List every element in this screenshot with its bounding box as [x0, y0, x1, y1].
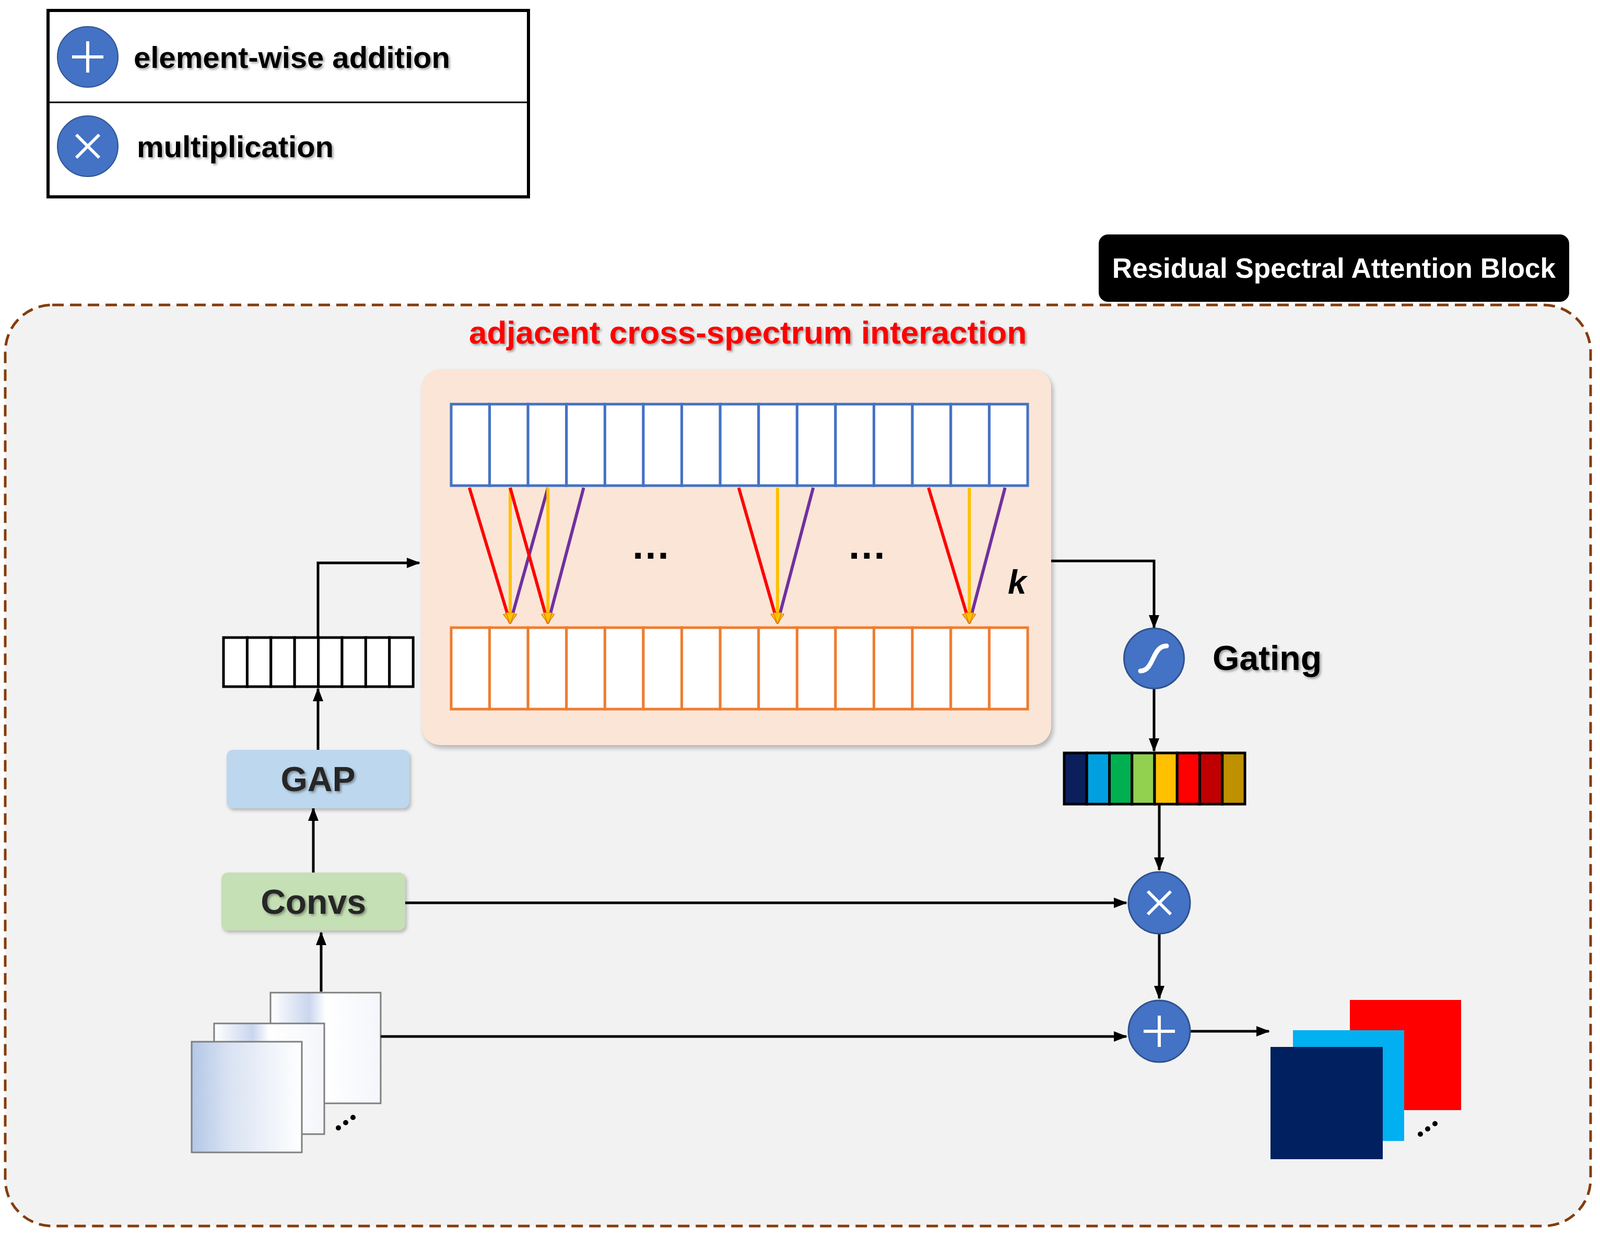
wire — [405, 901, 1127, 905]
gating-label: Gating — [1212, 638, 1322, 678]
attention-weights — [1064, 753, 1245, 805]
wire — [1158, 933, 1161, 999]
pooled-vector — [223, 637, 414, 687]
multiply-symbol — [55, 113, 121, 179]
kernel-size-label: k — [1007, 562, 1027, 602]
box-label: Convs — [260, 881, 367, 922]
process-box: Convs — [221, 872, 406, 931]
block-outline — [5, 304, 1591, 1227]
legend-box — [48, 10, 529, 197]
input-feature-maps — [191, 992, 381, 1153]
sigmoid-symbol — [1124, 629, 1184, 688]
spectrum-vectors — [421, 369, 1052, 746]
wire — [380, 1035, 1127, 1039]
wire — [320, 932, 323, 992]
box-label: GAP — [280, 759, 356, 799]
gating-circle: Gating — [1123, 627, 1185, 690]
block-title: Residual Spectral Attention Block — [1098, 234, 1570, 302]
ellipsis: … — [846, 522, 887, 568]
wire — [316, 688, 320, 750]
wire — [318, 562, 420, 638]
wire — [1158, 804, 1161, 870]
legend-text: element-wise addition — [133, 39, 451, 75]
connector — [1051, 560, 1155, 628]
add-symbol — [1128, 1000, 1191, 1063]
ellipsis: … — [630, 522, 671, 568]
legend-text: multiplication — [136, 128, 334, 164]
interaction-panel: adjacent cross-spectrum interaction — [421, 369, 1052, 746]
block-region: Residual Spectral Attention Blockadjacen… — [5, 303, 1592, 1228]
process-box: GAP — [226, 749, 410, 809]
add-symbol — [55, 24, 121, 90]
multiply-symbol — [1128, 872, 1191, 934]
connector — [312, 808, 315, 873]
wire — [1190, 1030, 1269, 1033]
wire — [1153, 689, 1156, 751]
legend-divider — [49, 101, 527, 104]
output-feature-maps — [1270, 1000, 1462, 1160]
panel-heading: adjacent cross-spectrum interaction — [468, 313, 1027, 351]
